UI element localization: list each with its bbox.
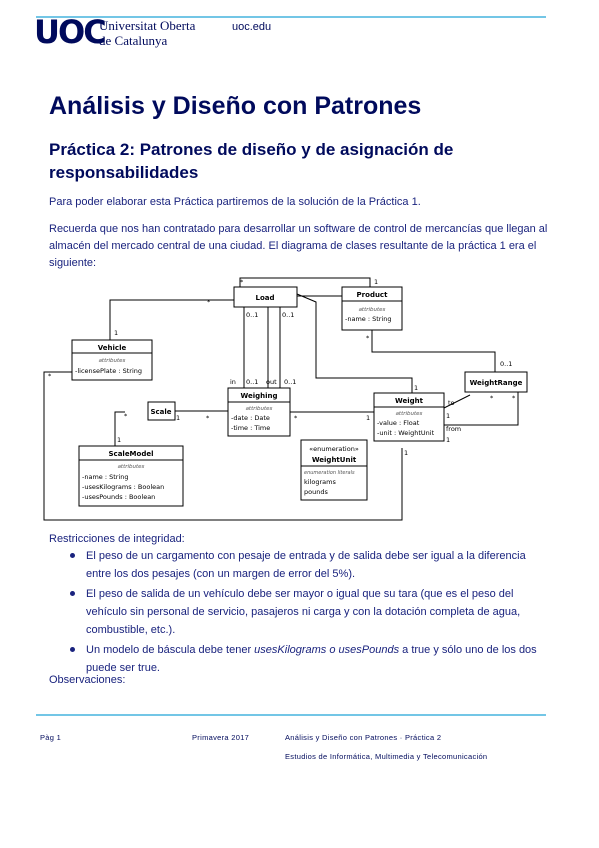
- mult-label: 1: [374, 278, 378, 286]
- bullet-icon: [70, 647, 75, 652]
- mult-label: *: [207, 298, 211, 306]
- svg-text:WeightUnit: WeightUnit: [312, 456, 357, 464]
- constraint-item: El peso de un cargamento con pesaje de e…: [69, 547, 549, 583]
- svg-text:WeightRange: WeightRange: [470, 379, 523, 387]
- svg-text:-usesKilograms : Boolean: -usesKilograms : Boolean: [82, 483, 164, 491]
- footer-page: Pàg 1: [40, 733, 62, 742]
- svg-text:«enumeration»: «enumeration»: [309, 445, 359, 453]
- constraint-term: usesPounds: [338, 644, 400, 656]
- mult-label: *: [490, 394, 494, 402]
- constraint-item: El peso de salida de un vehículo debe se…: [69, 585, 549, 639]
- uml-class-product: Product attributes -name : String: [341, 286, 403, 331]
- svg-text:-unit : WeightUnit: -unit : WeightUnit: [377, 429, 435, 437]
- svg-text:kilograms: kilograms: [304, 478, 336, 486]
- observations-heading: Observaciones:: [49, 674, 126, 686]
- svg-text:-date : Date: -date : Date: [231, 414, 270, 422]
- svg-text:attributes: attributes: [359, 307, 386, 313]
- svg-text:enumeration literals: enumeration literals: [304, 470, 355, 476]
- mult-label: 1: [446, 412, 450, 420]
- mult-label: 1: [414, 384, 418, 392]
- constraint-text-a: Un modelo de báscula debe tener: [86, 644, 255, 656]
- uml-enum-weightunit: «enumeration» WeightUnit enumeration lit…: [300, 439, 368, 501]
- mult-label: 0..1: [246, 378, 258, 386]
- mult-label: 1: [446, 436, 450, 444]
- svg-text:Load: Load: [255, 294, 274, 302]
- constraint-text: El peso de salida de un vehículo debe se…: [86, 588, 521, 636]
- svg-text:Scale: Scale: [150, 408, 171, 416]
- svg-text:Product: Product: [357, 291, 389, 299]
- constraint-text: El peso de un cargamento con pesaje de e…: [86, 550, 526, 580]
- mult-label: 1: [176, 414, 180, 422]
- site-link[interactable]: uoc.edu: [232, 21, 272, 33]
- svg-text:attributes: attributes: [246, 406, 273, 412]
- constraints-heading: Restricciones de integridad:: [49, 533, 185, 545]
- mult-label: *: [366, 334, 370, 342]
- mult-label: *: [48, 372, 52, 380]
- footer-studies: Estudios de Informática, Multimedia y Te…: [285, 752, 488, 761]
- svg-text:-value : Float: -value : Float: [377, 419, 420, 427]
- svg-text:-time : Time: -time : Time: [231, 424, 270, 432]
- bullet-icon: [70, 553, 75, 558]
- svg-text:Weight: Weight: [395, 397, 424, 405]
- constraint-item: Un modelo de báscula debe tener usesKilo…: [69, 641, 549, 677]
- svg-text:-name : String: -name : String: [345, 315, 392, 323]
- svg-text:-licensePlate : String: -licensePlate : String: [75, 367, 142, 375]
- university-line-1: Universitat Oberta: [99, 18, 196, 33]
- svg-text:attributes: attributes: [99, 358, 126, 364]
- svg-text:ScaleModel: ScaleModel: [109, 450, 154, 458]
- context-paragraph: Recuerda que nos han contratado para des…: [49, 223, 548, 269]
- constraints-list: El peso de un cargamento con pesaje de e…: [69, 547, 549, 679]
- footer-term: Primavera 2017: [192, 733, 250, 742]
- svg-text:Vehicle: Vehicle: [98, 344, 127, 352]
- svg-text:-usesPounds : Boolean: -usesPounds : Boolean: [82, 493, 155, 501]
- uml-class-vehicle: Vehicle attributes -licensePlate : Strin…: [71, 339, 153, 381]
- mult-label: 0..1: [246, 311, 258, 319]
- role-label: from: [446, 425, 461, 433]
- mult-label: *: [206, 414, 210, 422]
- constraint-text-c: o: [326, 644, 339, 656]
- mult-label: 0..1: [282, 311, 294, 319]
- uml-class-scalemodel: ScaleModel attributes -name : String -us…: [78, 445, 184, 507]
- university-line-2: de Catalunya: [99, 33, 168, 48]
- role-label: in: [230, 378, 236, 386]
- mult-label: 1: [117, 436, 121, 444]
- svg-text:-name : String: -name : String: [82, 473, 129, 481]
- header-rule: [36, 16, 546, 18]
- mult-label: 1: [404, 449, 408, 457]
- document-subtitle: Práctica 2: Patrones de diseño y de asig…: [49, 140, 454, 182]
- uml-class-load: Load: [233, 286, 298, 308]
- svg-text:pounds: pounds: [304, 488, 328, 496]
- footer-course: Análisis y Diseño con Patrones · Práctic…: [285, 733, 442, 742]
- footer-rule: [36, 714, 546, 716]
- uml-class-weight: Weight attributes -value : Float -unit :…: [373, 392, 445, 442]
- role-label: out: [266, 378, 277, 386]
- document-title: Análisis y Diseño con Patrones: [49, 92, 422, 120]
- constraint-term: usesKilograms: [254, 644, 327, 656]
- uml-class-weighing: Weighing attributes -date : Date -time :…: [227, 387, 291, 437]
- mult-label: 1: [366, 414, 370, 422]
- uml-class-scale: Scale: [147, 401, 176, 421]
- role-label: to: [448, 399, 455, 407]
- class-diagram: Load Product attributes -name : String V…: [43, 277, 528, 521]
- intro-paragraph: Para poder elaborar esta Práctica partir…: [49, 196, 421, 208]
- mult-label: *: [512, 394, 516, 402]
- university-name: Universitat Oberta de Catalunya: [99, 18, 195, 48]
- bullet-icon: [70, 591, 75, 596]
- mult-label: 0..1: [500, 360, 512, 368]
- mult-label: 0..1: [284, 378, 296, 386]
- mult-label: 1: [114, 329, 118, 337]
- svg-text:Weighing: Weighing: [240, 392, 277, 400]
- mult-label: *: [124, 412, 128, 420]
- mult-label: *: [294, 414, 298, 422]
- mult-label: *: [240, 278, 244, 286]
- constraint-text-e: a true y sólo uno de los dos puede ser t…: [86, 644, 537, 674]
- svg-text:attributes: attributes: [396, 411, 423, 417]
- uml-class-weightrange: WeightRange: [464, 371, 528, 393]
- uoc-logo: UOC: [34, 13, 107, 51]
- svg-text:attributes: attributes: [118, 464, 145, 470]
